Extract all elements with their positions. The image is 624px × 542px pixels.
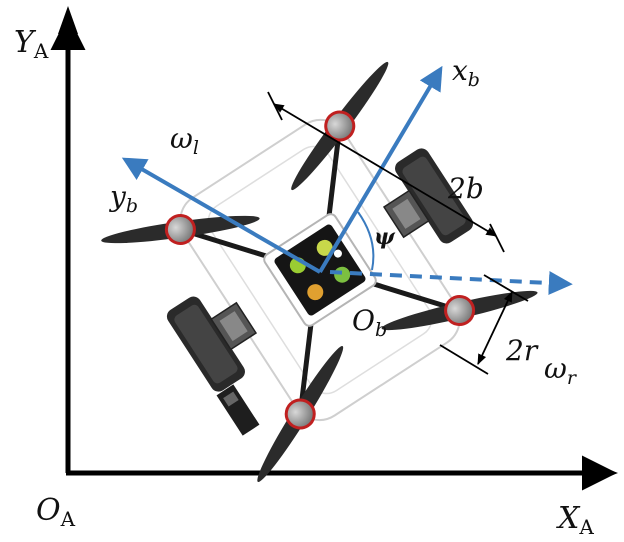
x-axis-arrowhead [592, 463, 618, 483]
mount-bracket [216, 384, 260, 436]
dimension-2b [267, 91, 505, 253]
omega-r-label: ωr [544, 352, 578, 389]
two-b-label: 2b [447, 172, 484, 205]
global-axes [50, 6, 618, 491]
y-axis-label: YA [14, 25, 49, 63]
dimension-2r [439, 274, 529, 375]
two-r-label: 2r [505, 334, 539, 367]
xb-label: xb [452, 54, 480, 91]
ob-label: Ob [352, 304, 387, 341]
led-3 [307, 284, 324, 301]
psi-label: ψ [374, 224, 396, 250]
origin-label: OA [36, 493, 76, 531]
led-5 [333, 249, 342, 258]
axis-labels: YA XA OA xb yb Ob ωl ωr ψ 2b 2r [14, 25, 594, 539]
propeller-front-left [101, 213, 260, 245]
led-2 [316, 239, 333, 256]
propeller-rear-left [257, 346, 344, 482]
x-axis-label: XA [556, 501, 594, 539]
yb-axis-line [121, 157, 321, 274]
omega-l-label: ωl [170, 122, 199, 159]
y-axis-arrowhead [58, 6, 78, 34]
yb-label: yb [108, 180, 138, 217]
left-wheel-icon [166, 296, 258, 392]
